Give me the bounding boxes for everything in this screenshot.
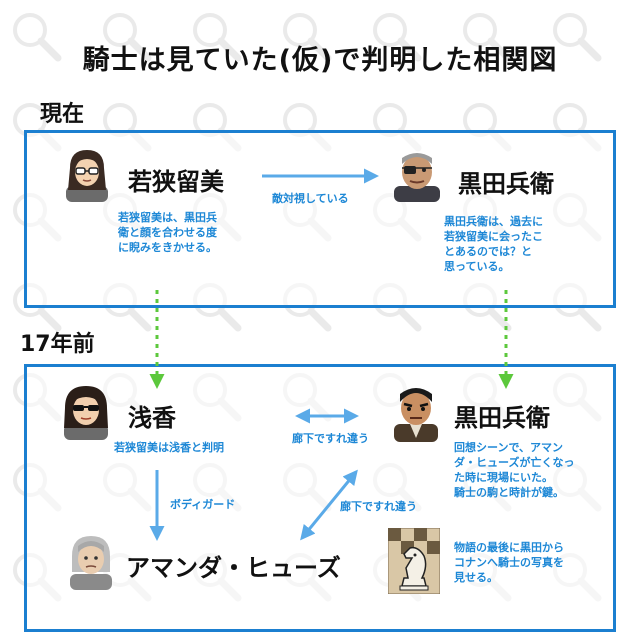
section-label-present: 現在 bbox=[40, 102, 85, 127]
arrow-corridor-amanda-kuroda bbox=[300, 469, 358, 541]
note-wakasa-rumi: 若狭留美は、黒田兵 衛と顔を合わせる度 に睨みをきかせる。 bbox=[118, 211, 217, 254]
name-asaka: 浅香 bbox=[128, 404, 176, 432]
note-kuroda-hyoe-past: 回想シーンで、アマン ダ・ヒューズが亡くなっ た時に現場にいた。 騎士の駒と時計… bbox=[454, 441, 575, 499]
wakasa-rumi-portrait bbox=[66, 150, 108, 202]
name-kuroda-hyoe-past: 黒田兵衛 bbox=[454, 404, 550, 432]
relation-label-bodyguard: ボディガード bbox=[170, 498, 236, 511]
note-knight-photo: 物語の最後に黒田から コナンへ騎士の写真を 見せる。 bbox=[454, 541, 564, 584]
kuroda-hyoe-portrait-present bbox=[394, 153, 440, 202]
present-panel bbox=[24, 130, 616, 308]
name-kuroda-hyoe-present: 黒田兵衛 bbox=[458, 170, 554, 198]
relation-label-corridor-2: 廊下ですれ違う bbox=[340, 500, 417, 513]
knight-chess-piece-photo bbox=[388, 528, 440, 594]
amanda-hughes-portrait bbox=[70, 536, 112, 590]
name-amanda-hughes: アマンダ・ヒューズ bbox=[126, 554, 341, 582]
kuroda-hyoe-portrait-past bbox=[394, 388, 438, 442]
section-label-past: 17年前 bbox=[20, 332, 95, 357]
name-wakasa-rumi: 若狭留美 bbox=[128, 168, 224, 196]
page-title: 騎士は見ていた(仮)で判明した相関図 bbox=[82, 45, 558, 76]
note-kuroda-hyoe-present: 黒田兵衛は、過去に 若狭留美に会ったこ とあるのでは？と 思っている。 bbox=[444, 215, 543, 273]
relation-label-corridor-1: 廊下ですれ違う bbox=[292, 432, 369, 445]
asaka-portrait bbox=[64, 386, 108, 440]
relation-label-hostile: 敵対視している bbox=[272, 192, 349, 205]
note-asaka: 若狭留美は浅香と判明 bbox=[114, 441, 224, 454]
